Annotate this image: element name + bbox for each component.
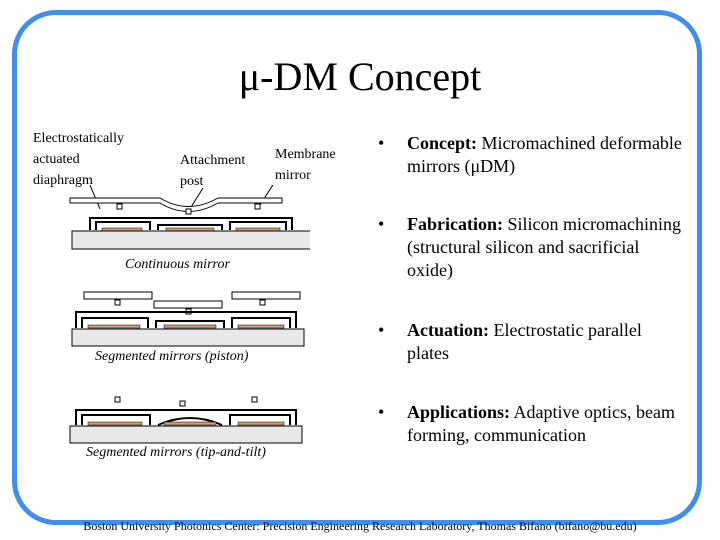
- membrane-mirror-label: Membrane mirror: [275, 144, 336, 186]
- attachment-post: [254, 203, 261, 210]
- actuator-cavity: [81, 317, 291, 328]
- continuous-mirror-caption: Continuous mirror: [125, 257, 230, 272]
- substrate: [69, 425, 303, 444]
- substrate: [71, 328, 305, 347]
- actuator-diaphragm: [89, 217, 293, 230]
- mems-mirror-diagram: [69, 185, 310, 444]
- bullet-text: Actuation: Electrostatic parallel plates: [407, 319, 687, 365]
- bullet-body: Electrostatic parallel plates: [407, 320, 642, 363]
- attachment-post: [259, 299, 266, 306]
- mirror-segment: [153, 300, 223, 309]
- label-line: Attachment: [180, 153, 246, 168]
- bullet-dot: •: [378, 214, 385, 234]
- membrane-mirror-shape: [69, 197, 283, 212]
- attachment-post-label: Attachment post: [180, 150, 245, 192]
- bullet-heading: Actuation:: [407, 320, 489, 340]
- bullet-heading: Concept:: [407, 133, 477, 153]
- bullet-dot: •: [378, 133, 385, 153]
- bullet-body: Adaptive optics, beam forming, communica…: [407, 402, 675, 445]
- slide-frame: [12, 10, 702, 525]
- tiptilt-mirror-caption: Segmented mirrors (tip-and-tilt): [86, 445, 266, 460]
- electrode: [163, 421, 217, 426]
- attachment-post: [114, 396, 121, 403]
- label-line: Membrane: [275, 147, 336, 162]
- electrode: [237, 324, 285, 329]
- attachment-post: [116, 203, 123, 210]
- label-line: post: [180, 174, 204, 189]
- tiptilt-mirror-drawing: [69, 396, 303, 444]
- bullet-body: Micromachined deformable mirrors (μDM): [407, 133, 682, 176]
- electrode: [163, 324, 217, 329]
- label-line: actuated: [33, 152, 80, 167]
- attachment-post: [179, 400, 186, 407]
- actuator-diaphragm: [75, 311, 297, 328]
- attachment-post: [251, 396, 258, 403]
- piston-mirror-drawing: [71, 291, 305, 347]
- leader-line: [89, 185, 101, 210]
- actuator-diaphragm: [75, 409, 297, 425]
- attachment-post: [114, 299, 121, 306]
- mirror-segment: [83, 291, 153, 300]
- bullet-body: Silicon micromachining (structural silic…: [407, 214, 681, 280]
- electrostatic-diaphragm-label: Electrostatically actuated diaphragm: [33, 128, 124, 191]
- substrate: [71, 230, 310, 250]
- bullet-text: Fabrication: Silicon micromachining (str…: [407, 213, 687, 282]
- bullet-dot: •: [378, 402, 385, 422]
- bullet-dot: •: [378, 320, 385, 340]
- slide-title: μ-DM Concept: [238, 54, 482, 99]
- label-line: diaphragm: [33, 173, 93, 188]
- bullet-text: Applications: Adaptive optics, beam form…: [407, 401, 687, 447]
- slide-footer: Boston University Photonics Center: Prec…: [83, 519, 637, 533]
- attachment-post: [185, 208, 192, 215]
- label-line: mirror: [275, 168, 311, 183]
- bullet-text: Concept: Micromachined deformable mirror…: [407, 132, 687, 178]
- piston-mirror-caption: Segmented mirrors (piston): [95, 349, 249, 364]
- bullet-heading: Fabrication:: [407, 214, 503, 234]
- continuous-mirror-drawing: [69, 197, 310, 250]
- mirror-segment: [231, 291, 301, 300]
- electrode: [237, 421, 285, 426]
- electrode: [87, 421, 143, 426]
- bullet-heading: Applications:: [407, 402, 511, 422]
- label-line: Electrostatically: [33, 131, 124, 146]
- electrode: [87, 324, 141, 329]
- actuator-cavity: [95, 221, 287, 230]
